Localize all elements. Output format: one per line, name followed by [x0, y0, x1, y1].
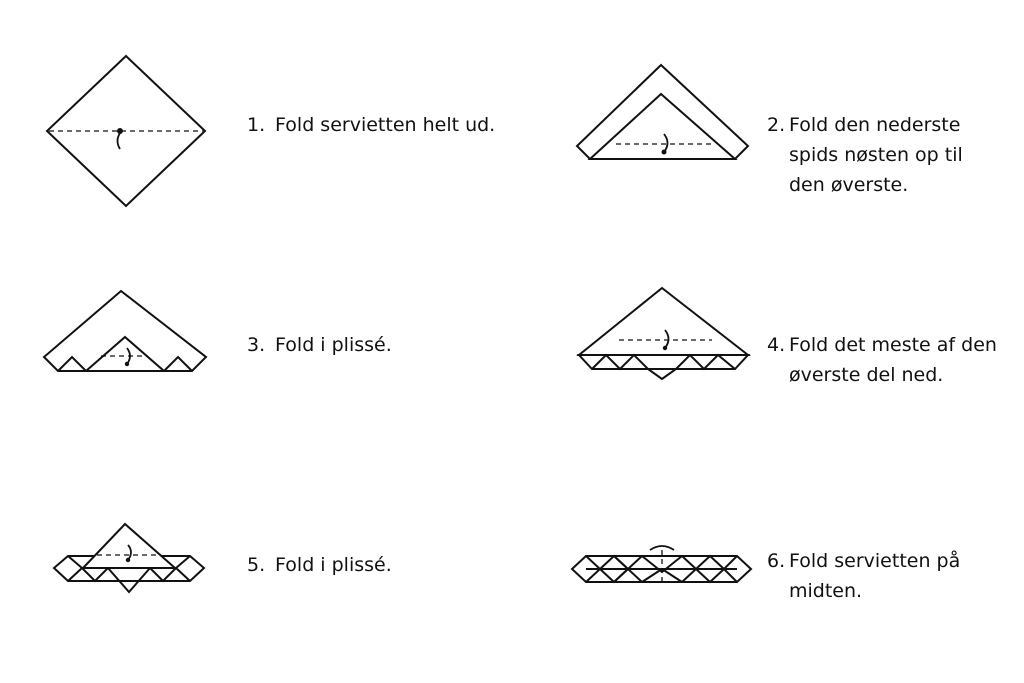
step-5-diagram: [52, 522, 206, 594]
step-1-line-1: Fold servietten helt ud.: [275, 114, 496, 136]
step-4-diagram: [576, 286, 751, 381]
step-2-diagram: [575, 63, 750, 160]
step-2-line-3: den øverste.: [789, 174, 909, 196]
step-3-diagram: [42, 289, 208, 372]
step-6-diagram: [570, 545, 753, 586]
step-4-text: 4.Fold det meste af den øverste del ned.: [767, 330, 997, 390]
step-6-text: 6.Fold servietten på midten.: [767, 546, 960, 606]
step-3-line-1: Fold i plissé.: [275, 334, 392, 356]
step-2-line-1: Fold den nederste: [789, 114, 961, 136]
step-6-line-1: Fold servietten på: [789, 550, 961, 572]
step-3-text: 3. Fold i plissé.: [247, 330, 392, 360]
step-6-line-2: midten.: [789, 580, 863, 602]
step-2-number: 2.: [767, 114, 786, 136]
step-1-text: 1. Fold servietten helt ud.: [247, 110, 495, 140]
step-4-number: 4.: [767, 334, 786, 356]
step-4-line-2: øverste del ned.: [789, 364, 944, 386]
step-2-line-2: spids nøsten op til: [789, 144, 963, 166]
step-5-text: 5. Fold i plissé.: [247, 550, 392, 580]
step-4-line-1: Fold det meste af den: [789, 334, 997, 356]
step-1-number: 1.: [247, 114, 266, 136]
step-5-number: 5.: [247, 554, 266, 576]
step-5-line-1: Fold i plissé.: [275, 554, 392, 576]
step-2-text: 2.Fold den nederste spids nøsten op til …: [767, 110, 963, 200]
step-6-number: 6.: [767, 550, 786, 572]
step-3-number: 3.: [247, 334, 266, 356]
